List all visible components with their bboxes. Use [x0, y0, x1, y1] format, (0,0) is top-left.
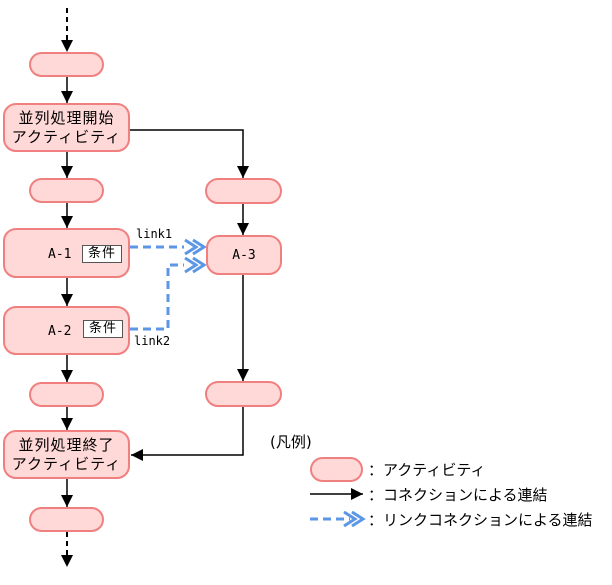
- a1-condition-box: 条件: [82, 245, 122, 263]
- a3-label: A-3: [232, 247, 256, 263]
- start-node-label-line2: アクティビティ: [11, 127, 122, 146]
- link2-arrow-chevron-outer: [192, 256, 207, 274]
- end-node-label-line1: 並列処理終了: [18, 435, 115, 454]
- a1-label: A-1: [48, 247, 72, 262]
- branch-start-to-pill5: [130, 129, 249, 178]
- activity-pill-4: [29, 507, 104, 532]
- legend-item-connection: ：コネクションによる連結: [368, 486, 548, 504]
- legend-activity-pill: [310, 457, 363, 482]
- link2-arrow-chevron-inner: [184, 256, 199, 274]
- link1-arrow-chevron-outer: [192, 238, 207, 256]
- activity-a3-node: A-3: [206, 235, 282, 275]
- activity-pill-3: [29, 382, 104, 407]
- legend-link-chevron-inner: [343, 510, 358, 528]
- legend-title: (凡例): [270, 433, 312, 451]
- activity-pill-6: [205, 381, 282, 407]
- activity-pill-2: [29, 178, 104, 203]
- activity-a1-node: A-1 条件: [3, 228, 130, 278]
- link1-label: link1: [136, 227, 173, 241]
- activity-a2-node: A-2 条件: [3, 306, 130, 355]
- activity-pill-1: [29, 52, 104, 77]
- a2-condition-box: 条件: [83, 320, 123, 338]
- link1-arrow-chevron-inner: [184, 238, 199, 256]
- arrow-pill6-to-end: [131, 406, 244, 461]
- link2-label: link2: [134, 334, 171, 348]
- start-parallel-activity-node: 並列処理開始 アクティビティ: [3, 103, 130, 152]
- link2-dashed-line: [130, 263, 184, 331]
- legend-item-link-connection: ：リンクコネクションによる連結: [368, 511, 593, 529]
- end-node-label-line2: アクティビティ: [11, 454, 122, 473]
- a2-label: A-2: [48, 324, 72, 339]
- activity-pill-5: [205, 178, 282, 204]
- legend-link-chevron-outer: [351, 510, 366, 528]
- start-node-label-line1: 並列処理開始: [18, 108, 115, 127]
- end-parallel-activity-node: 並列処理終了 アクティビティ: [3, 430, 130, 479]
- legend-item-activity: ：アクティビティ: [368, 461, 486, 479]
